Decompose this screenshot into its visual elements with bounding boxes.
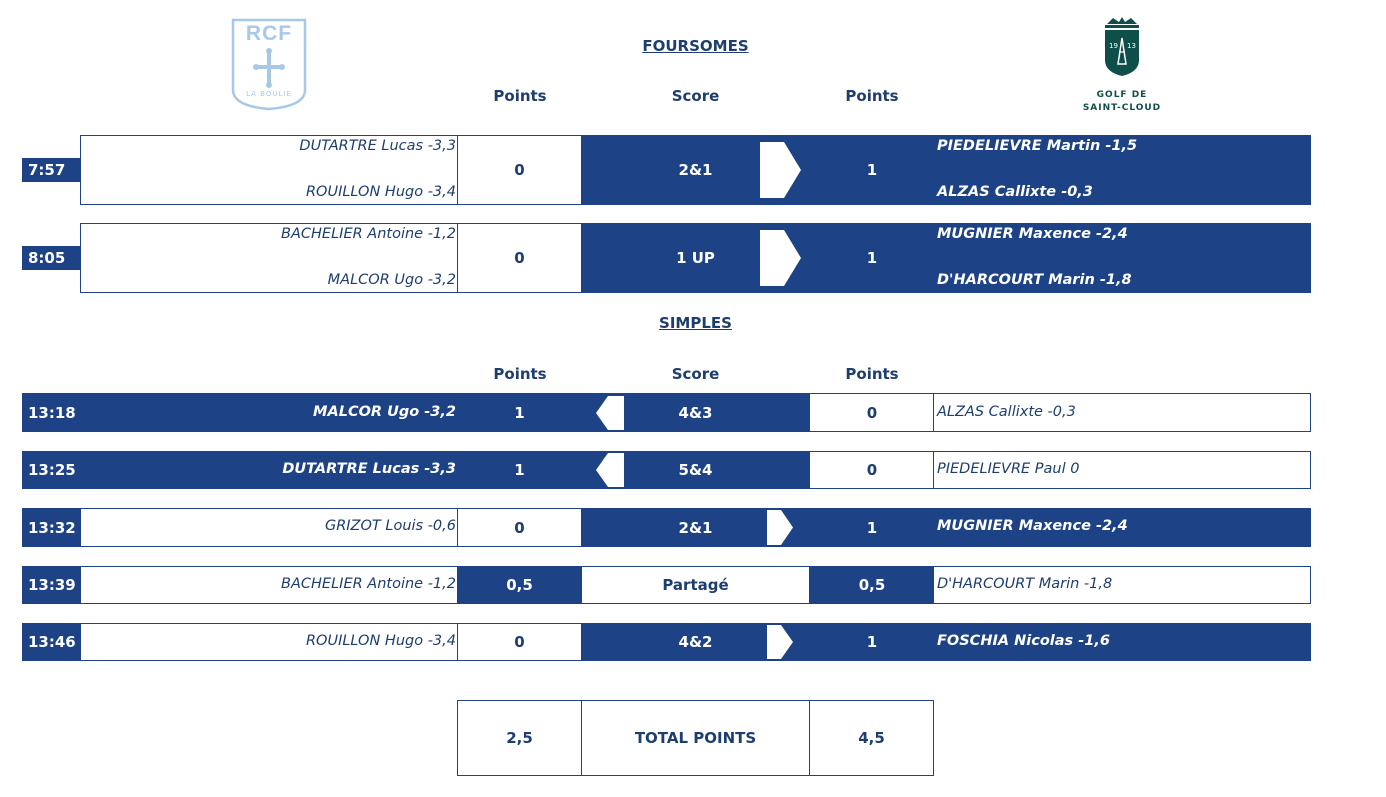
- logo-line2: SAINT-CLOUD: [1082, 103, 1162, 113]
- rcf-logo: RCF LA BOULIE: [231, 18, 307, 111]
- simple-left-cell: [80, 508, 458, 547]
- simple-left-player: GRIZOT Louis -0,6: [324, 518, 456, 534]
- simple-time: 13:39: [22, 566, 81, 604]
- simple-left-cell: [80, 566, 458, 604]
- rcf-logo-text: RCF: [245, 22, 293, 45]
- simple-right-cell: [933, 451, 1311, 489]
- foursome-score: 2&1: [678, 161, 713, 179]
- foursome-time: 8:05: [22, 246, 81, 270]
- logo-year-right: 13: [1127, 42, 1136, 50]
- simple-right-cell: [933, 508, 1311, 547]
- winner-arrow-left-icon: [596, 396, 624, 430]
- simple-right-player: PIEDELIEVRE Paul 0: [937, 461, 1080, 477]
- simple-right-cell: [933, 393, 1311, 432]
- foursome-left-player: BACHELIER Antoine -1,2: [281, 226, 456, 242]
- simples-title: SIMPLES: [659, 314, 732, 332]
- simple-right-player: ALZAS Callixte -0,3: [937, 404, 1076, 420]
- foursome-left-team: [80, 135, 458, 205]
- rcf-logo-subtext: LA BOULIE: [246, 90, 292, 98]
- logo-year-left: 19: [1109, 42, 1118, 50]
- foursome-right-block: [581, 223, 1311, 293]
- foursome-left-player: ROUILLON Hugo -3,4: [305, 184, 456, 200]
- cross-icon: [253, 48, 285, 88]
- simple-right-points: 0: [809, 451, 935, 489]
- foursome-right-points: 1: [866, 249, 878, 267]
- simple-right-cell: [933, 623, 1311, 661]
- simple-left-player: ROUILLON Hugo -3,4: [305, 633, 456, 649]
- col-points-right: Points: [845, 87, 899, 105]
- simple-right-points: 1: [809, 623, 935, 661]
- foursome-right-block: [581, 135, 1311, 205]
- simple-right-points: 1: [809, 508, 935, 547]
- simple-time: 13:25: [22, 451, 458, 489]
- simple-right-cell: [933, 566, 1311, 604]
- simple-left-points: 0,5: [457, 566, 582, 604]
- foursome-right-player: D'HARCOURT Marin -1,8: [937, 272, 1132, 288]
- winner-arrow-right-icon: [767, 625, 793, 659]
- simple-left-points: 1: [457, 393, 582, 432]
- simple-left-points: 1: [457, 451, 582, 489]
- col-score: Score: [671, 365, 720, 383]
- total-right-points: 4,5: [809, 700, 934, 776]
- simple-left-cell: [80, 623, 458, 661]
- winner-arrow-left-icon: [596, 453, 624, 487]
- foursome-left-team: [80, 223, 458, 293]
- foursome-score: 1 UP: [676, 249, 715, 267]
- foursome-right-player: PIEDELIEVRE Martin -1,5: [937, 138, 1138, 154]
- foursome-right-points: 1: [866, 161, 878, 179]
- simple-right-player: D'HARCOURT Marin -1,8: [937, 576, 1113, 592]
- winner-arrow-right-icon: [767, 510, 793, 545]
- simple-right-points: 0: [809, 393, 935, 432]
- col-points-left: Points: [493, 365, 547, 383]
- total-left-points: 2,5: [457, 700, 582, 776]
- col-points-left: Points: [493, 87, 547, 105]
- foursomes-title: FOURSOMES: [642, 37, 749, 55]
- simple-right-points: 0,5: [809, 566, 935, 604]
- foursome-left-player: MALCOR Ugo -3,2: [327, 272, 456, 288]
- winner-arrow-right-icon: [760, 142, 801, 198]
- simple-left-points: 0: [457, 623, 582, 661]
- simple-right-player: FOSCHIA Nicolas -1,6: [937, 633, 1110, 649]
- simple-right-player: MUGNIER Maxence -2,4: [937, 518, 1128, 534]
- total-label: TOTAL POINTS: [581, 700, 810, 776]
- saint-cloud-logo: 19 13 GOLF DE SAINT-CLOUD: [1076, 16, 1168, 116]
- simple-time: 13:32: [22, 508, 81, 547]
- foursome-time: 7:57: [22, 158, 81, 182]
- col-score: Score: [671, 87, 720, 105]
- simple-left-player: BACHELIER Antoine -1,2: [281, 576, 456, 592]
- simple-left-player: MALCOR Ugo -3,2: [313, 404, 456, 420]
- simple-score: Partagé: [581, 566, 810, 604]
- simple-time: 13:18: [22, 393, 458, 432]
- eiffel-tower-icon: [1105, 17, 1139, 76]
- simple-left-points: 0: [457, 508, 582, 547]
- rcf-shield-icon: [231, 18, 307, 111]
- foursome-left-player: DUTARTRE Lucas -3,3: [299, 138, 456, 154]
- col-points-right: Points: [845, 365, 899, 383]
- foursome-right-player: MUGNIER Maxence -2,4: [937, 226, 1128, 242]
- simple-time: 13:46: [22, 623, 81, 661]
- simple-left-player: DUTARTRE Lucas -3,3: [282, 461, 456, 477]
- winner-arrow-right-icon: [760, 230, 801, 286]
- foursome-right-player: ALZAS Callixte -0,3: [937, 184, 1093, 200]
- foursome-left-points: 0: [457, 135, 582, 205]
- foursome-left-points: 0: [457, 223, 582, 293]
- logo-line1: GOLF DE: [1096, 90, 1148, 100]
